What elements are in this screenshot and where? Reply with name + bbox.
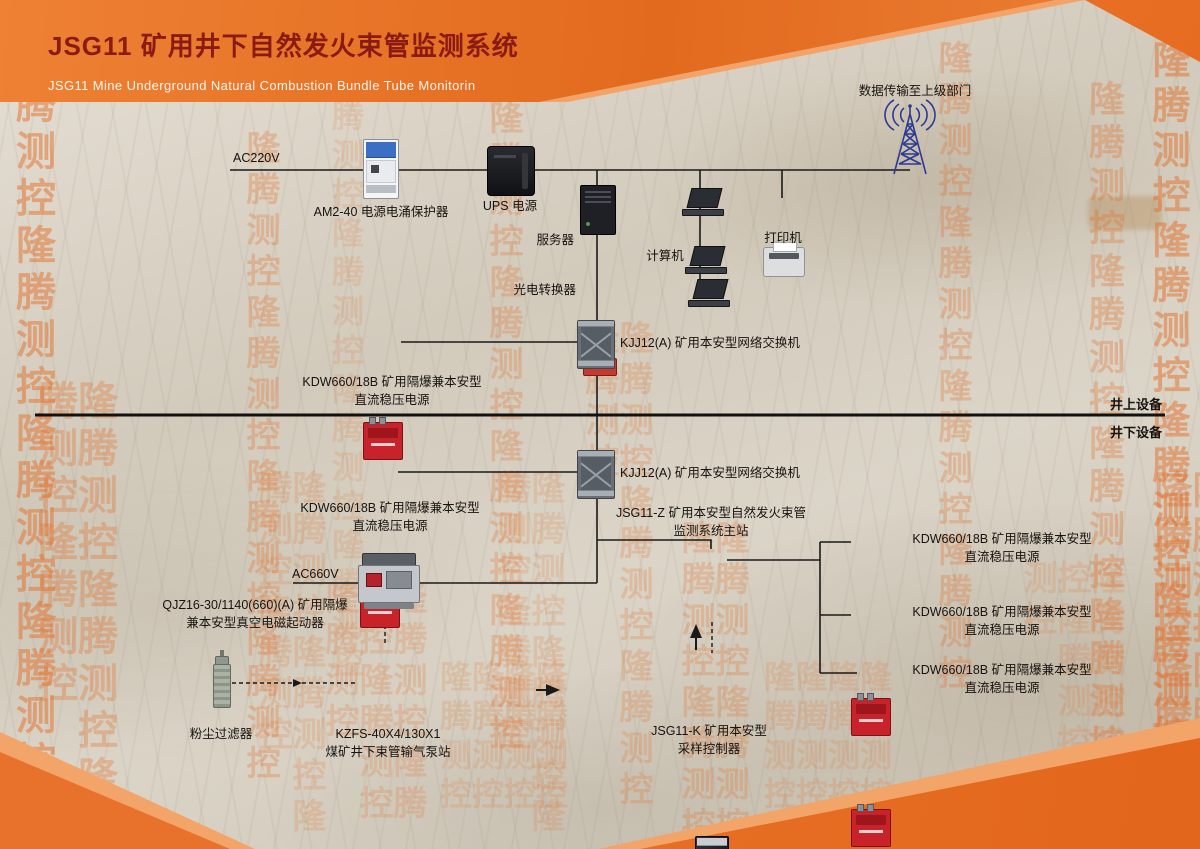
kdw-right-2-label: KDW660/18B 矿用隔爆兼本安型 直流稳压电源 <box>900 603 1104 639</box>
kdw-right-3-label: KDW660/18B 矿用隔爆兼本安型 直流稳压电源 <box>900 661 1104 697</box>
ac220v-label: AC220V <box>233 151 280 165</box>
ac660v-label: AC660V <box>292 567 339 581</box>
kdw-left-2-label: KDW660/18B 矿用隔爆兼本安型 直流稳压电源 <box>290 499 490 535</box>
kdw-right-1-label: KDW660/18B 矿用隔爆兼本安型 直流稳压电源 <box>900 530 1104 566</box>
main-station-line2: 监测系统主站 <box>673 524 749 538</box>
server-device <box>580 185 616 235</box>
pump-line2: 煤矿井下束管输气泵站 <box>325 745 451 759</box>
kdw-left-2-line2: 直流稳压电源 <box>352 519 428 533</box>
qjz-line1: QJZ16-30/1140(660)(A) 矿用隔爆 <box>162 598 348 612</box>
laptop-icon <box>685 246 727 274</box>
kdw-right-2-line2: 直流稳压电源 <box>964 623 1040 637</box>
kdw-right-2-line1: KDW660/18B 矿用隔爆兼本安型 <box>912 605 1092 619</box>
main-station-device <box>695 836 729 849</box>
network-switch-surface-label: KJJ12(A) 矿用本安型网络交换机 <box>620 336 800 350</box>
pump-line1: KZFS-40X4/130X1 <box>335 727 441 741</box>
kdw-left-1-label: KDW660/18B 矿用隔爆兼本安型 直流稳压电源 <box>292 373 492 409</box>
sampler-line2: 采样控制器 <box>677 742 741 756</box>
surge-protector-label: AM2-40 电源电涌保护器 <box>313 205 449 219</box>
kdw-power-supply <box>851 693 891 736</box>
main-station-line1: JSG11-Z 矿用本安型自然发火束管 <box>615 506 807 520</box>
network-switch-underground <box>577 450 615 499</box>
server-label: 服务器 <box>536 233 574 247</box>
qjz-starter-label: QJZ16-30/1140(660)(A) 矿用隔爆 兼本安型真空电磁起动器 <box>148 596 362 632</box>
dust-filter-device <box>213 650 231 708</box>
kdw-left-1-line1: KDW660/18B 矿用隔爆兼本安型 <box>302 375 482 389</box>
qjz-starter-device <box>358 553 420 609</box>
pump-station-label: KZFS-40X4/130X1 煤矿井下束管输气泵站 <box>308 725 468 761</box>
page-subtitle: JSG11 Mine Underground Natural Combustio… <box>48 78 476 93</box>
page-title: JSG11 矿用井下自然发火束管监测系统 <box>48 31 519 61</box>
sampling-controller-label: JSG11-K 矿用本安型 采样控制器 <box>629 722 789 758</box>
laptop-icon <box>682 188 724 216</box>
kdw-left-2-line1: KDW660/18B 矿用隔爆兼本安型 <box>300 501 480 515</box>
computer-label: 计算机 <box>646 249 684 263</box>
optical-converter-label: 光电转换器 <box>513 283 576 297</box>
kdw-left-1-line2: 直流稳压电源 <box>354 393 430 407</box>
surface-zone-label: 井上设备 <box>1109 397 1162 412</box>
kdw-right-3-line1: KDW660/18B 矿用隔爆兼本安型 <box>912 663 1092 677</box>
underground-zone-label: 井下设备 <box>1109 425 1162 440</box>
network-switch-underground-label: KJJ12(A) 矿用本安型网络交换机 <box>620 466 800 480</box>
antenna-tower-icon <box>878 98 942 176</box>
ups-label: UPS 电源 <box>482 199 538 213</box>
laptop-icon <box>688 279 730 307</box>
kdw-right-3-line2: 直流稳压电源 <box>964 681 1040 695</box>
printer-device <box>763 242 805 277</box>
uplink-label: 数据传输至上级部门 <box>858 84 972 98</box>
printer-label: 打印机 <box>764 231 802 245</box>
main-station-label: JSG11-Z 矿用本安型自然发火束管 监测系统主站 <box>611 504 811 540</box>
ups-device <box>487 146 535 196</box>
surge-protector-device <box>363 139 399 199</box>
sampler-line1: JSG11-K 矿用本安型 <box>651 724 767 738</box>
dust-filter-label: 粉尘过滤器 <box>189 727 253 741</box>
kdw-right-1-line1: KDW660/18B 矿用隔爆兼本安型 <box>912 532 1092 546</box>
mining-truck-blob <box>1088 196 1162 230</box>
network-switch-surface <box>577 320 615 369</box>
kdw-power-supply <box>851 804 891 847</box>
kdw-right-1-line2: 直流稳压电源 <box>964 550 1040 564</box>
kdw-power-supply <box>363 417 403 460</box>
qjz-line2: 兼本安型真空电磁起动器 <box>186 616 324 630</box>
